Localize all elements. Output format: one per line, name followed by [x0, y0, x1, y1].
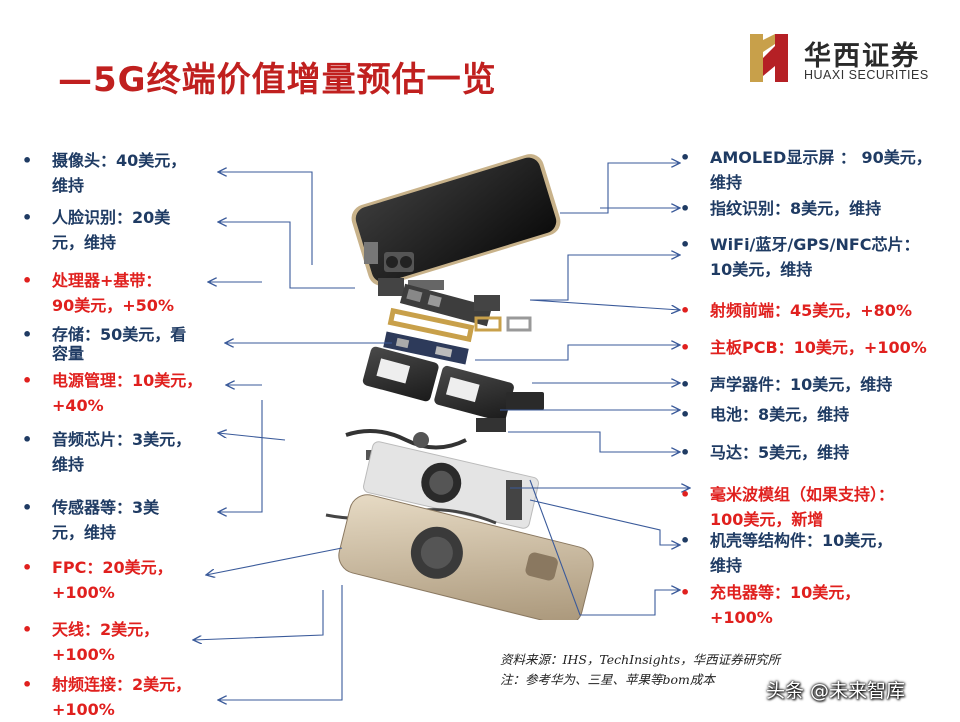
label-line: 指纹识别：8美元，维持 [710, 199, 882, 218]
label-line: 维持 [710, 556, 743, 575]
bullet-icon: • [680, 338, 691, 357]
label-line: 10美元，维持 [710, 260, 813, 279]
left-label-audio-chip: • 音频芯片：3美元， 维持 [22, 427, 192, 477]
left-label-antenna: • 天线：2美元， +100% [22, 617, 160, 667]
right-label-battery: • 电池：8美元，维持 [680, 402, 850, 427]
label-line: 机壳等结构件：10美元， [710, 531, 893, 550]
bullet-icon: • [22, 208, 33, 227]
label-line: 摄像头：40美元， [52, 151, 187, 170]
label-line: 充电器等：10美元， [710, 583, 861, 602]
bullet-icon: • [680, 405, 691, 424]
exploded-phone-illustration [325, 154, 594, 620]
watermark: 头条 @未来智库 [766, 680, 906, 702]
left-label-sensors: • 传感器等：3美 元，维持 [22, 495, 160, 545]
bullet-icon: • [680, 148, 691, 167]
left-label-fpc: • FPC：20美元， +100% [22, 555, 173, 605]
bullet-icon: • [680, 199, 691, 218]
label-line: 电源管理：10美元， [52, 371, 203, 390]
huaxi-logo-mark-icon [750, 34, 788, 82]
bullet-icon: • [22, 558, 33, 577]
bullet-icon: • [22, 675, 33, 694]
label-line: 声学器件：10美元，维持 [710, 375, 893, 394]
left-label-camera: • 摄像头：40美元， 维持 [22, 148, 187, 198]
label-line: 马达：5美元，维持 [710, 443, 850, 462]
right-label-rf-frontend: • 射频前端：45美元，+80% [680, 298, 912, 323]
logo-english-name: HUAXI SECURITIES [804, 68, 929, 82]
right-label-main-pcb: • 主板PCB：10美元，+100% [680, 335, 927, 360]
label-line: WiFi/蓝牙/GPS/NFC芯片： [710, 235, 920, 254]
display-part [351, 154, 561, 286]
right-label-fingerprint: • 指纹识别：8美元，维持 [680, 196, 882, 221]
label-line: 100美元，新增 [710, 510, 824, 529]
right-label-mmwave-module: • 毫米波模组（如果支持）： 100美元，新增 [680, 482, 895, 532]
label-line: 90美元，+50% [52, 296, 174, 315]
bullet-icon: • [22, 430, 33, 449]
left-label-storage: • 存储：50美元，看 容量 [22, 322, 187, 366]
label-line: +100% [52, 645, 115, 664]
bullet-icon: • [680, 443, 691, 462]
label-line: 毫米波模组（如果支持）： [710, 485, 895, 504]
huaxi-logo: 华西证券 HUAXI SECURITIES [748, 32, 938, 86]
bullet-icon: • [680, 375, 691, 394]
bullet-icon: • [680, 531, 691, 550]
right-label-charger: • 充电器等：10美元， +100% [680, 580, 861, 630]
label-line: +40% [52, 396, 104, 415]
bullet-icon: • [22, 325, 33, 344]
label-line: 元，维持 [52, 523, 117, 542]
bullet-icon: • [22, 271, 33, 290]
label-line: +100% [52, 583, 115, 602]
left-label-rf-connection: • 射频连接：2美元， +100% [22, 672, 192, 722]
label-line: 元，维持 [52, 233, 117, 252]
bullet-icon: • [680, 235, 691, 254]
right-label-wireless-chips: • WiFi/蓝牙/GPS/NFC芯片： 10美元，维持 [680, 232, 920, 282]
label-line: 人脸识别：20美 [52, 208, 171, 227]
source-line: 资料来源：IHS，TechInsights，华西证券研究所 [500, 652, 781, 667]
bullet-icon: • [680, 583, 691, 602]
source-note: 资料来源：IHS，TechInsights，华西证券研究所 注：参考华为、三星、… [500, 650, 780, 690]
label-line: 天线：2美元， [52, 620, 160, 639]
label-line: 传感器等：3美 [52, 498, 160, 517]
left-label-processor-baseband: • 处理器+基带： 90美元，+50% [22, 268, 174, 318]
label-line: 射频前端：45美元，+80% [710, 301, 912, 320]
label-line: 电池：8美元，维持 [710, 405, 850, 424]
label-line: +100% [52, 700, 115, 719]
left-label-face-recognition: • 人脸识别：20美 元，维持 [22, 205, 171, 255]
right-label-acoustic: • 声学器件：10美元，维持 [680, 372, 893, 397]
bullet-icon: • [22, 498, 33, 517]
bullet-icon: • [22, 371, 33, 390]
label-line: 主板PCB：10美元，+100% [710, 338, 927, 357]
left-label-power-management: • 电源管理：10美元， +40% [22, 368, 203, 418]
label-line: 维持 [52, 455, 85, 474]
label-line: 维持 [52, 176, 85, 195]
label-line: 处理器+基带： [52, 271, 162, 290]
label-line: 维持 [710, 173, 743, 192]
bullet-icon: • [22, 151, 33, 170]
page-title: —5G终端价值增量预估一览 [58, 60, 497, 100]
label-line: 音频芯片：3美元， [52, 430, 192, 449]
bullet-icon: • [22, 620, 33, 639]
label-line: AMOLED显示屏 ： 90美元， [710, 148, 932, 167]
label-line: 射频连接：2美元， [52, 675, 192, 694]
logo-chinese-name: 华西证券 [804, 41, 920, 72]
label-line: 容量 [52, 344, 85, 363]
bullet-icon: • [680, 301, 691, 320]
right-label-amoled-display: • AMOLED显示屏 ： 90美元， 维持 [680, 145, 932, 195]
label-line: +100% [710, 608, 773, 627]
note-line: 注：参考华为、三星、苹果等bom成本 [500, 672, 715, 687]
right-label-housing: • 机壳等结构件：10美元， 维持 [680, 528, 893, 578]
label-line: 存储：50美元，看 [52, 325, 187, 344]
bullet-icon: • [680, 485, 691, 504]
right-label-motor: • 马达：5美元，维持 [680, 440, 850, 465]
label-line: FPC：20美元， [52, 558, 173, 577]
